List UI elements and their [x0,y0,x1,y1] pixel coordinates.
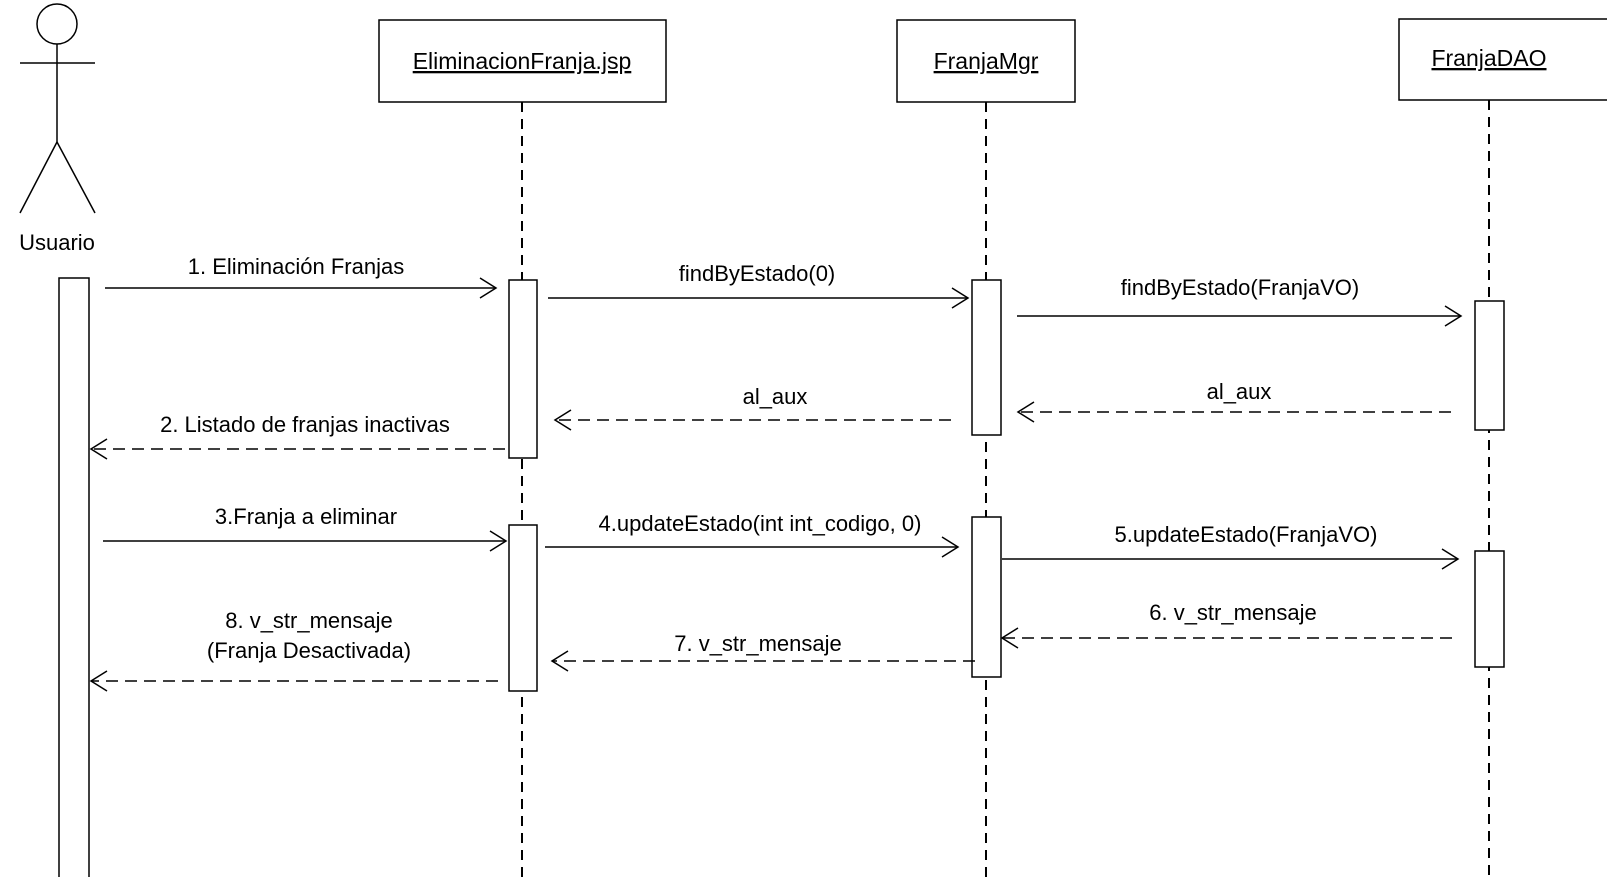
return-mgr-jsp-label: al_aux [743,384,808,409]
message-1-label: 1. Eliminación Franjas [188,254,404,279]
message-4-label: 4.updateEstado(int int_codigo, 0) [599,511,922,536]
message-4 [545,536,960,558]
activation-dao-2 [1474,550,1505,668]
message-7-label: 7. v_str_mensaje [674,631,842,656]
object-box-jsp [378,19,667,103]
actor-head [36,3,78,45]
actor-label: Usuario [19,230,95,255]
message-1 [105,277,498,299]
actor-usuario [19,3,96,214]
activation-mgr-2 [971,516,1002,678]
message-3 [103,530,508,552]
activation-jsp-1 [508,279,538,459]
message-8-label-line1: 8. v_str_mensaje [225,608,393,633]
actor-leg-left [19,141,58,214]
message-find-dao [1017,305,1463,327]
object-box-mgr [896,19,1076,103]
return-dao-mgr [1016,401,1451,423]
message-find-dao-label: findByEstado(FranjaVO) [1121,275,1359,300]
message-8 [89,670,498,692]
actor-activation [58,277,90,877]
activation-dao-1 [1474,300,1505,431]
message-6 [1000,627,1452,649]
actor-leg-right [56,141,96,214]
message-8-label-line2: (Franja Desactivada) [207,638,411,663]
message-5-label: 5.updateEstado(FranjaVO) [1115,522,1378,547]
return-dao-mgr-label: al_aux [1207,379,1272,404]
object-label-jsp: EliminacionFranja.jsp [413,48,632,74]
message-3-label: 3.Franja a eliminar [215,504,397,529]
object-label-dao: FranjaDAO [1431,45,1546,71]
object-label-mgr: FranjaMgr [934,48,1039,74]
message-find-mgr [548,287,970,309]
object-box-dao [1398,18,1607,101]
message-5 [1002,548,1460,570]
message-2-label: 2. Listado de franjas inactivas [160,412,450,437]
message-6-label: 6. v_str_mensaje [1149,600,1317,625]
message-2 [89,438,505,460]
activation-jsp-2 [508,524,538,692]
activation-mgr-1 [971,279,1002,436]
message-find-mgr-label: findByEstado(0) [679,261,836,286]
return-mgr-jsp [553,409,951,431]
message-7 [550,650,975,672]
